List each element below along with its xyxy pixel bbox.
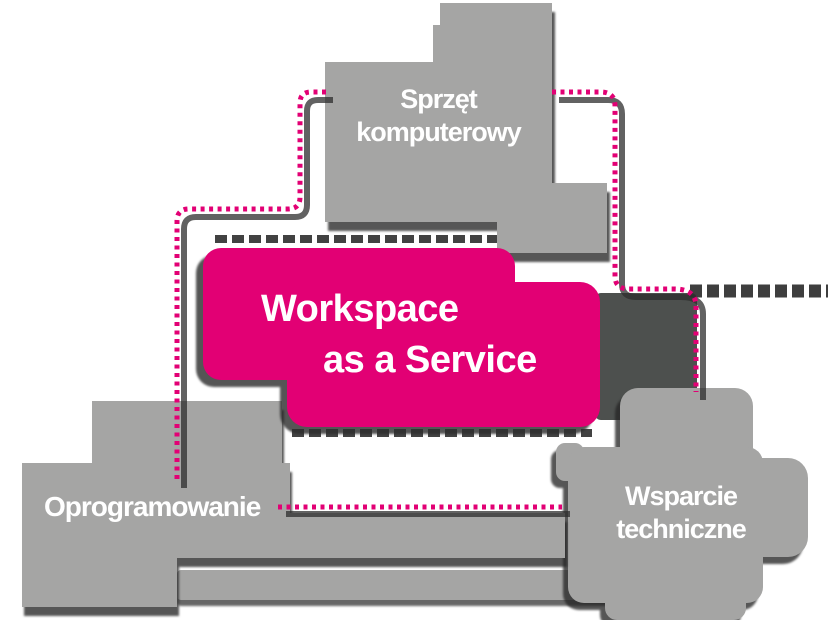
workspace-label-line1: Workspace: [261, 288, 459, 330]
hardware-label-line2: komputerowy: [356, 117, 522, 147]
hardware-label-line1: Sprzęt: [400, 84, 478, 114]
puzzle-piece-support: [556, 388, 808, 620]
hardware-label: Sprzęt komputerowy: [325, 83, 552, 149]
bottom-connector-bar: [177, 570, 642, 600]
software-label: Oprogramowanie: [44, 491, 261, 522]
dotted-connector-middle: [278, 504, 570, 517]
puzzle-piece-software: [22, 401, 565, 607]
support-label-line2: techniczne: [616, 514, 747, 544]
support-label: Wsparcie techniczne: [590, 480, 772, 546]
dotted-connector-left: [174, 89, 333, 488]
support-label-line1: Wsparcie: [624, 481, 738, 511]
puzzle-piece-hardware: [325, 3, 607, 253]
workspace-label-line2: as a Service: [323, 339, 537, 381]
dotted-connector-right: [552, 89, 706, 400]
puzzle-piece-workspace: [203, 248, 600, 427]
